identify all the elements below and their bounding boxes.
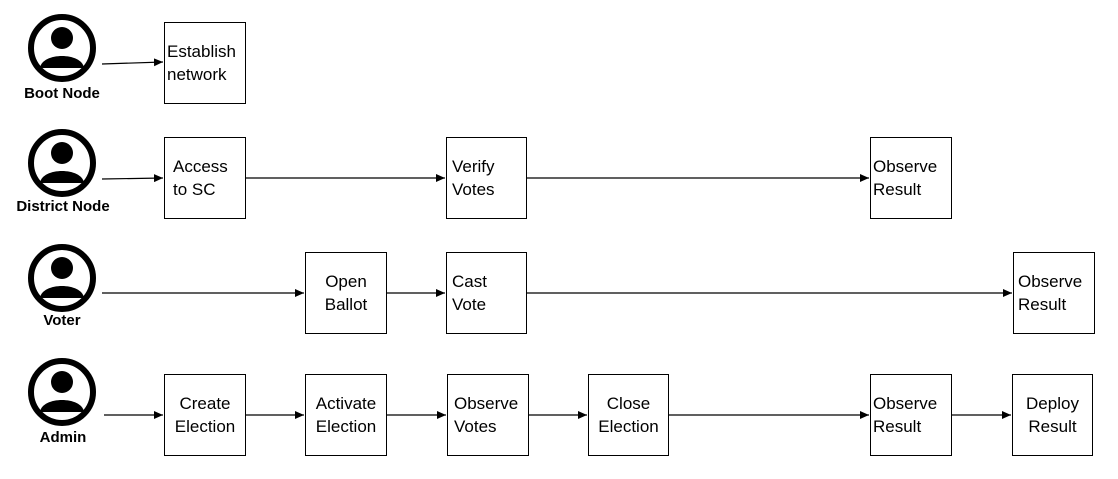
arrow-district-to-access [101, 174, 164, 183]
open-ballot-box: Open Ballot [305, 252, 387, 334]
box-line-2: Election [598, 417, 659, 436]
box-line-1: Observe [873, 394, 938, 413]
box-line-2: Result [873, 180, 922, 199]
box-line-2: to SC [173, 180, 216, 199]
box-line-1: Observe [873, 157, 938, 176]
box-line-2: Election [174, 417, 236, 436]
box-line-2: Vote [452, 295, 487, 314]
verify-votes-box: Verify Votes [446, 137, 527, 219]
user-icon [28, 358, 96, 426]
box-line-2: network [167, 65, 227, 84]
actor-label: Admin [39, 429, 87, 446]
box-line-2: Result [873, 417, 922, 436]
box-line-2: Votes [454, 417, 497, 436]
actor-label: District Node [16, 198, 110, 215]
box-line-1: Create [179, 394, 231, 413]
user-icon [28, 129, 96, 197]
box-line-1: Observe [1018, 272, 1083, 291]
box-line-1: Deploy [1026, 394, 1079, 413]
box-line-2: Election [315, 417, 377, 436]
box-line-1: Close [606, 394, 651, 413]
box-line-1: Observe [454, 394, 519, 413]
actor-label: Boot Node [24, 85, 100, 102]
activate-election-box: Activate Election [305, 374, 387, 456]
admin-observe-result-box: Observe Result [870, 374, 952, 456]
box-line-1: Open [325, 272, 367, 291]
box-line-2: Ballot [324, 295, 368, 314]
box-line-1: Verify [452, 157, 495, 176]
actor-label: Voter [43, 312, 81, 329]
box-line-2: Result [1018, 295, 1067, 314]
voter-observe-result-box: Observe Result [1013, 252, 1095, 334]
user-icon [28, 14, 96, 82]
create-election-box: Create Election [164, 374, 246, 456]
deploy-result-box: Deploy Result [1012, 374, 1093, 456]
district-observe-result-box: Observe Result [870, 137, 952, 219]
establish-network-box: Establish network [164, 22, 246, 104]
box-line-2: Result [1028, 417, 1077, 436]
access-sc-box: Access to SC [164, 137, 246, 219]
observe-votes-box: Observe Votes [447, 374, 529, 456]
box-line-1: Access [173, 157, 228, 176]
arrow-boot-to-establish [101, 58, 164, 67]
cast-vote-box: Cast Vote [446, 252, 527, 334]
box-line-2: Votes [452, 180, 495, 199]
user-icon [28, 244, 96, 312]
box-line-1: Activate [315, 394, 377, 413]
close-election-box: Close Election [588, 374, 669, 456]
box-line-1: Cast [452, 272, 487, 291]
box-line-1: Establish [167, 42, 236, 61]
